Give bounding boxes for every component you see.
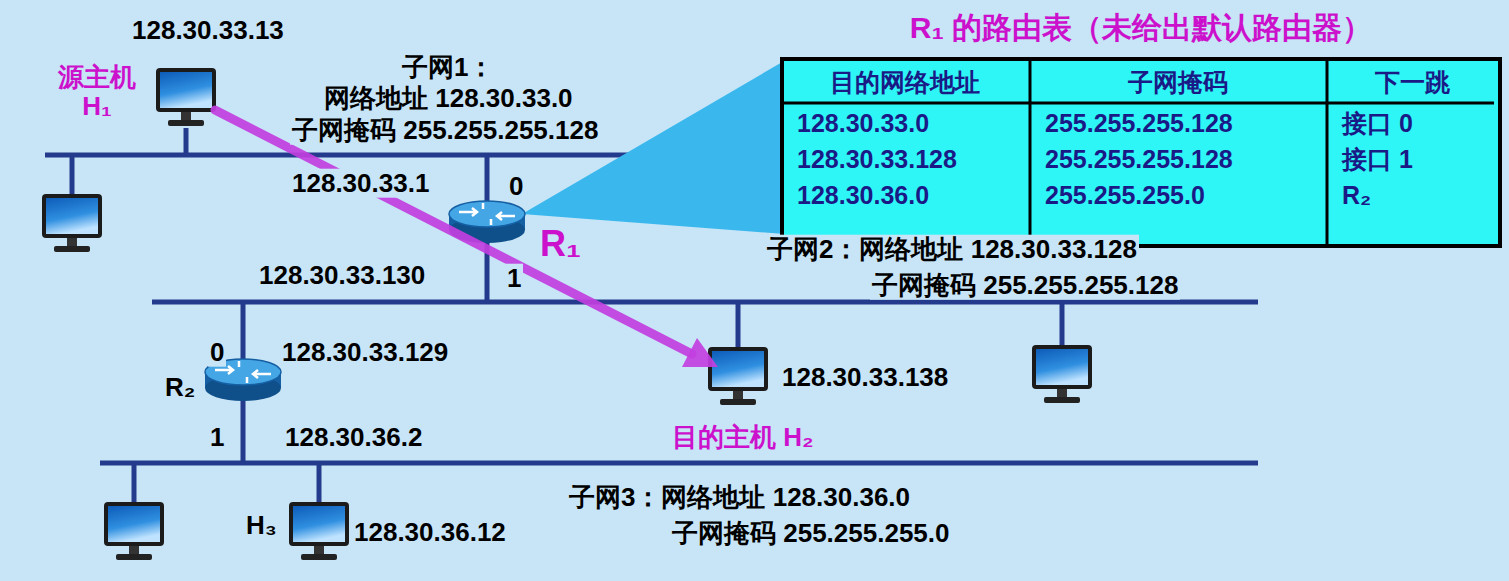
subnet-name: 子网1： — [400, 53, 496, 82]
ip-address: 128.30.36.2 — [283, 423, 424, 452]
table-rule — [784, 102, 1494, 105]
interface-number: 0 — [507, 172, 525, 201]
table-cell: 128.30.33.128 — [797, 146, 957, 174]
table-cell: 接口 1 — [1342, 146, 1413, 174]
ip-address: 128.30.33.13 — [130, 16, 286, 45]
table-cell: R₂ — [1342, 182, 1371, 210]
table-header: 目的网络地址 — [830, 69, 980, 97]
router-arrows — [459, 203, 515, 225]
table-header: 子网掩码 — [1128, 69, 1228, 97]
subnet-mask: 子网掩码 255.255.255.0 — [670, 519, 952, 548]
host-icon — [289, 502, 349, 560]
router-name: R₁ — [538, 224, 583, 264]
table-cell: 128.30.33.0 — [797, 110, 929, 138]
network-address: 网络地址 128.30.33.0 — [322, 84, 575, 113]
subnet-bus — [45, 153, 655, 158]
ip-address: 128.30.33.130 — [257, 261, 427, 290]
table-rule — [1326, 61, 1329, 244]
ip-address: 128.30.36.12 — [352, 518, 508, 547]
host-icon — [708, 347, 768, 405]
host-drop — [317, 463, 322, 502]
table-rule — [1029, 61, 1032, 244]
interface-number: 1 — [505, 264, 523, 293]
subnet-bus — [152, 300, 1258, 305]
host-icon — [42, 194, 102, 252]
path-arrowhead — [682, 338, 718, 367]
ip-address: 128.30.33.129 — [280, 338, 450, 367]
host-drop — [184, 128, 189, 155]
subnet-mask: 子网掩码 255.255.255.128 — [870, 271, 1180, 300]
host-icon — [1032, 345, 1092, 403]
router-name: R₂ — [163, 373, 197, 402]
host-drop — [736, 302, 741, 347]
host-drop — [132, 463, 137, 502]
host-drop — [1060, 302, 1065, 345]
subnet-bus — [100, 461, 1258, 466]
host-drop — [70, 155, 75, 194]
host-name: H₃ — [244, 511, 279, 540]
table-cell: 255.255.255.0 — [1045, 182, 1205, 210]
table-cell: 128.30.36.0 — [797, 182, 929, 210]
ip-address: 128.30.33.138 — [780, 363, 950, 392]
subnet-mask: 子网掩码 255.255.255.128 — [290, 116, 600, 145]
host-name: 目的主机 H₂ — [670, 423, 816, 452]
table-cell: 接口 0 — [1342, 110, 1413, 138]
routing-table: R₁ 的路由表（未给出默认路由器）目的网络地址子网掩码下一跳128.30.33.… — [780, 57, 1502, 248]
interface-number: 0 — [208, 338, 226, 367]
router-top — [449, 201, 525, 227]
path-arrow — [215, 110, 692, 354]
interface-number: 1 — [208, 423, 226, 452]
table-cell: 255.255.255.128 — [1045, 146, 1233, 174]
table-header: 下一跳 — [1375, 69, 1450, 97]
table-title: R₁ 的路由表（未给出默认路由器） — [784, 11, 1498, 44]
host-icon — [156, 68, 216, 126]
subnet-name: 子网2：网络地址 128.30.33.128 — [765, 235, 1139, 264]
subnet-name: 子网3：网络地址 128.30.36.0 — [567, 483, 912, 512]
table-cell: 255.255.255.128 — [1045, 110, 1233, 138]
host-name: 源主机 H₁ — [49, 63, 145, 120]
ip-address: 128.30.33.1 — [290, 169, 431, 198]
host-icon — [104, 502, 164, 560]
